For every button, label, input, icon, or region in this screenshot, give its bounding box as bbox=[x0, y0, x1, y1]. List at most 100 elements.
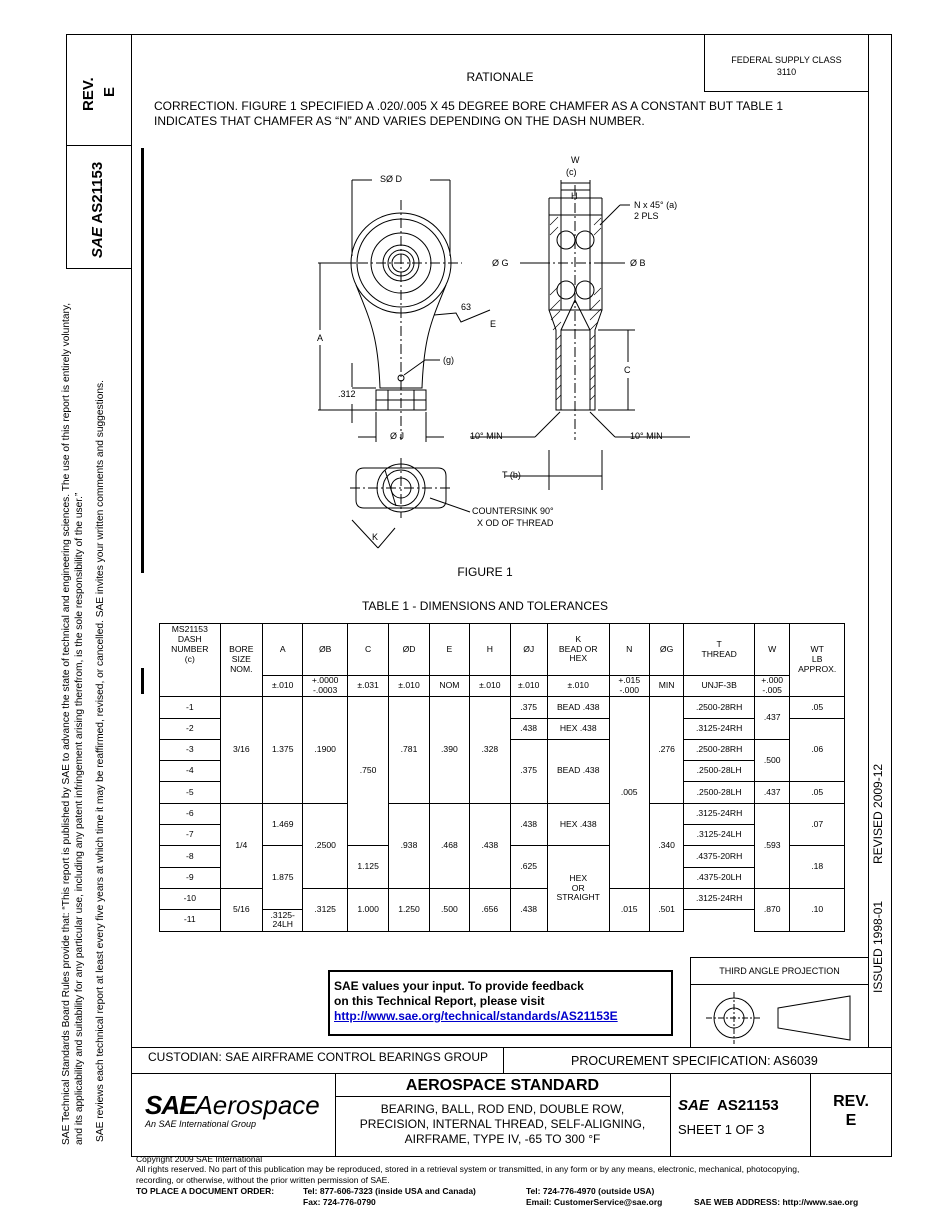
footer-rights-2: recording, or otherwise, without the pri… bbox=[136, 1175, 390, 1185]
dimensions-table: MS21153 DASH NUMBER (c) BORE SIZE NOM. A… bbox=[159, 622, 845, 932]
rationale-text-2: INDICATES THAT CHAMFER AS “N” AND VARIES… bbox=[154, 114, 645, 128]
cell-g: .276 bbox=[648, 696, 685, 804]
cell-j: .625 bbox=[509, 845, 548, 889]
label-b: Ø B bbox=[630, 258, 646, 268]
label-k: K bbox=[372, 532, 379, 542]
standards-board-note: SAE Technical Standards Board Rules prov… bbox=[60, 285, 86, 1145]
footer-web[interactable]: SAE WEB ADDRESS: http://www.sae.org bbox=[694, 1197, 859, 1207]
rod-end-drawing bbox=[318, 179, 690, 549]
label-cs1: COUNTERSINK 90° bbox=[472, 506, 554, 516]
title-divider-1 bbox=[335, 1073, 336, 1157]
cell-k-3: STRAIGHT bbox=[556, 892, 600, 903]
cell-k: HEX OR STRAIGHT bbox=[546, 845, 610, 932]
table-header-row: MS21153 DASH NUMBER (c) BORE SIZE NOM. A… bbox=[159, 622, 845, 698]
figure-caption: FIGURE 1 bbox=[457, 565, 513, 579]
cell-dash: -2 bbox=[159, 717, 221, 740]
third-angle-symbol bbox=[706, 992, 851, 1044]
label-t: T (b) bbox=[502, 470, 521, 480]
th-e: E bbox=[428, 623, 471, 676]
third-angle-divider bbox=[690, 984, 869, 985]
feedback-link[interactable]: http://www.sae.org/technical/standards/A… bbox=[334, 1009, 618, 1023]
title-sae-logo: SAE bbox=[678, 1097, 709, 1114]
cell-w: .437 bbox=[753, 696, 791, 740]
tol-w-2: -.005 bbox=[762, 685, 782, 696]
fsc-line2: 3110 bbox=[776, 67, 797, 77]
th-bore-1: BORE bbox=[229, 644, 254, 655]
label-h: H bbox=[571, 191, 578, 201]
cell-h: .438 bbox=[469, 802, 511, 889]
th-wt-2: LB bbox=[811, 654, 823, 665]
fsc-line1: FEDERAL SUPPLY CLASS bbox=[731, 55, 842, 65]
cell-bore: 3/16 bbox=[219, 696, 264, 804]
cell-n: .015 bbox=[608, 887, 650, 932]
feedback-line1: SAE values your input. To provide feedba… bbox=[334, 979, 584, 993]
label-j: Ø J bbox=[390, 431, 405, 441]
title-rev-label: REV. bbox=[833, 1093, 869, 1110]
procurement-text: PROCUREMENT SPECIFICATION: AS6039 bbox=[571, 1054, 818, 1068]
cell-e: .390 bbox=[428, 696, 471, 804]
cell-thread: .2500-28RH bbox=[683, 738, 755, 762]
cell-dash: -1 bbox=[159, 696, 221, 719]
cell-c: 1.000 bbox=[346, 887, 390, 932]
th-wt-3: APPROX. bbox=[798, 664, 837, 675]
standards-board-note-text: SAE Technical Standards Board Rules prov… bbox=[61, 302, 85, 1145]
cell-a: 1.875 bbox=[262, 845, 304, 911]
change-bar-table bbox=[141, 668, 144, 694]
custodian-text: CUSTODIAN: SAE AIRFRAME CONTROL BEARINGS… bbox=[148, 1050, 489, 1064]
label-a: A bbox=[317, 333, 324, 343]
table-row: -7 .3125-24LH bbox=[159, 824, 845, 847]
th-n: N bbox=[608, 623, 650, 676]
footer-email[interactable]: Email: CustomerService@sae.org bbox=[526, 1197, 663, 1207]
custodian-top-line bbox=[131, 1047, 892, 1048]
footer-fax: Fax: 724-776-0790 bbox=[303, 1197, 376, 1207]
cell-b: .1900 bbox=[302, 696, 348, 804]
custodian-divider bbox=[503, 1047, 504, 1073]
th-dash-1: MS21153 bbox=[171, 624, 208, 634]
cell-w: .500 bbox=[753, 738, 791, 783]
logo-subtitle: An SAE International Group bbox=[145, 1119, 257, 1129]
label-g9: (g) bbox=[443, 355, 454, 365]
review-note: SAE reviews each technical report at lea… bbox=[95, 380, 106, 1142]
th-t-1: T bbox=[716, 638, 722, 649]
footer-tel-out: Tel: 724-776-4970 (outside USA) bbox=[526, 1186, 655, 1196]
label-cs2: X OD OF THREAD bbox=[477, 518, 554, 528]
cell-dash: -10 bbox=[159, 887, 221, 911]
th-g: ØG bbox=[648, 623, 685, 676]
th-dash: MS21153 DASH NUMBER (c) bbox=[159, 622, 221, 698]
label-wc: (c) bbox=[566, 167, 577, 177]
cell-k-2: OR bbox=[571, 882, 585, 893]
label-312: .312 bbox=[338, 389, 356, 399]
footer-order-label: TO PLACE A DOCUMENT ORDER: bbox=[136, 1186, 275, 1196]
label-min1: 10° MIN bbox=[470, 431, 503, 441]
table-row: -3 .375 BEAD .438 .2500-28RH .500 bbox=[159, 738, 845, 804]
tol-c: ±.031 bbox=[346, 674, 390, 698]
cell-c: 1.125 bbox=[346, 845, 390, 889]
label-e: E bbox=[490, 319, 497, 329]
footer-tel-in: Tel: 877-606-7323 (inside USA and Canada… bbox=[303, 1186, 476, 1196]
th-bore-3: NOM. bbox=[230, 664, 253, 675]
cell-w: .870 bbox=[753, 887, 791, 932]
title-doc-number: SAE AS21153 bbox=[678, 1097, 779, 1114]
cell-j: .375 bbox=[509, 738, 548, 804]
th-dash-4: (c) bbox=[184, 653, 195, 664]
th-t-2: THREAD bbox=[701, 648, 737, 659]
th-b: ØB bbox=[302, 623, 348, 676]
tol-j: ±.010 bbox=[509, 674, 548, 698]
tol-a: ±.010 bbox=[262, 674, 304, 698]
tol-w: +.000 -.005 bbox=[753, 674, 791, 698]
th-d: ØD bbox=[388, 623, 430, 676]
tol-b: +.0000 -.0003 bbox=[302, 674, 348, 698]
label-w: W bbox=[571, 155, 580, 165]
th-k-1: K bbox=[575, 633, 582, 644]
th-t: T THREAD bbox=[683, 623, 755, 676]
side-sae-logo: SAE bbox=[89, 227, 106, 258]
cell-w: .437 bbox=[753, 781, 791, 804]
th-wt: WT LB APPROX. bbox=[789, 622, 845, 698]
cell-thread: .4375-20LH bbox=[683, 866, 755, 889]
cell-dash: -11 bbox=[159, 909, 221, 932]
th-c: C bbox=[346, 623, 390, 676]
cell-c: .750 bbox=[346, 696, 390, 847]
label-n: N x 45° (a) bbox=[634, 200, 678, 210]
th-k: K BEAD OR HEX bbox=[546, 623, 610, 676]
cell-j: .375 bbox=[509, 696, 548, 719]
